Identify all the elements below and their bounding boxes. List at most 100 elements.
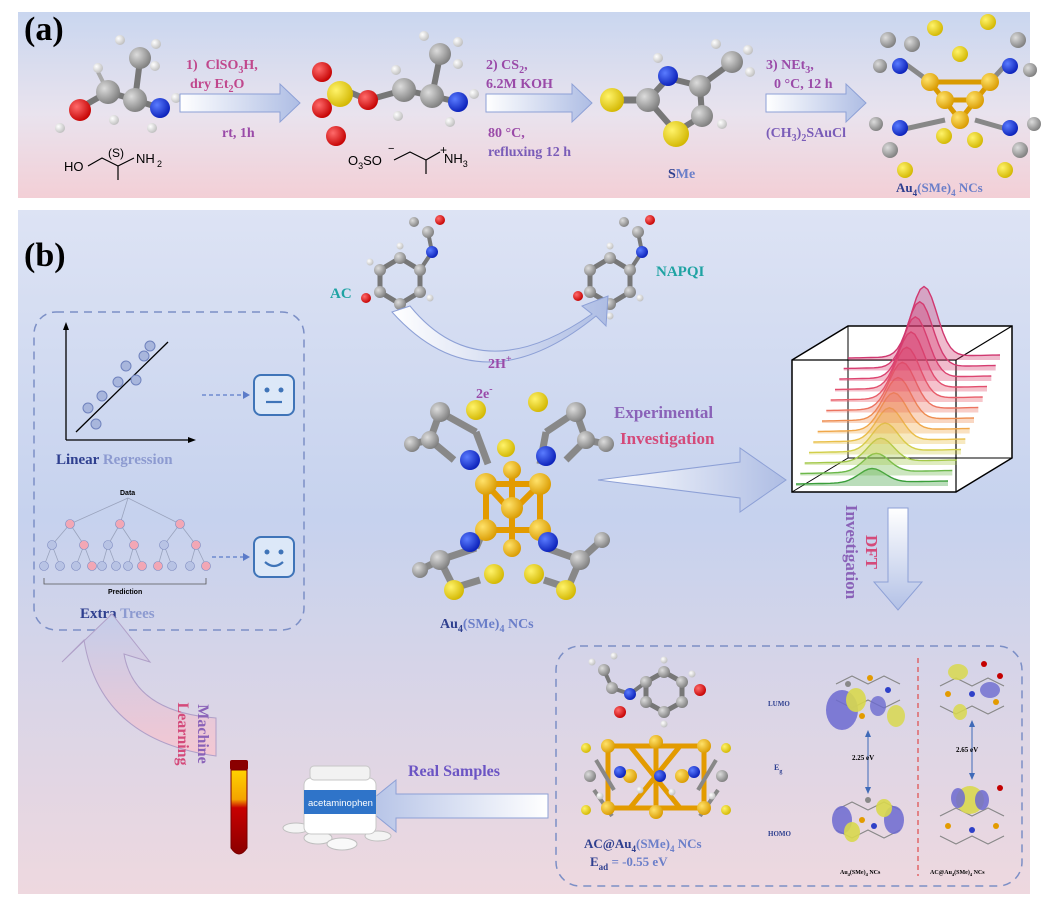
experimental-label-line1: Experimental xyxy=(614,403,713,422)
dft-arrow xyxy=(872,507,924,611)
ac-adsorbed-molecule-3d xyxy=(588,652,706,728)
svg-text:3) NEt3,: 3) NEt3, xyxy=(766,58,814,76)
ac-label: AC xyxy=(330,286,352,302)
orbital-right-homo xyxy=(939,785,1005,845)
svg-text:2) CS2,: 2) CS2, xyxy=(486,58,528,76)
svg-text:1)ClSO3H,: 1)ClSO3H, xyxy=(186,58,258,76)
spectrum-line xyxy=(834,331,988,391)
ml-label-line2: Learning xyxy=(174,702,191,765)
real-samples-label: Real Samples xyxy=(408,763,500,780)
step1-conditions: 1)ClSO3H, dry Et2O rt, 1h xyxy=(186,58,258,141)
panel-b-background xyxy=(18,210,1030,894)
lumo-label: LUMO xyxy=(768,700,790,708)
svg-text:HO: HO xyxy=(64,159,84,174)
step2-arrow xyxy=(485,82,593,124)
spectrum-line xyxy=(813,407,966,443)
machine-learning-arrow xyxy=(61,613,217,757)
eg-label: Eg xyxy=(774,763,782,775)
cluster-label: Au4(SMe)4 NCs xyxy=(440,617,534,635)
spectrum-fill xyxy=(835,332,987,392)
spectrum-line xyxy=(808,422,962,454)
spectrum-fill xyxy=(830,347,983,402)
start-molecule-3d xyxy=(55,35,181,133)
spectrum-fill xyxy=(813,407,966,444)
orbital-right-caption: AC@Au4(SMe)4 NCs xyxy=(930,869,985,877)
blood-sample-tube-icon xyxy=(230,760,248,855)
acetaminophen-bottle-icon: acetaminophen xyxy=(282,765,392,851)
spectrum-line xyxy=(804,437,957,464)
complex-label: AC@Au4(SMe)4 NCs xyxy=(584,836,702,854)
linear-regression-plot xyxy=(63,322,196,443)
spectrum-fill xyxy=(817,392,970,434)
orbital-left-caption: Au4(SMe)4 NCs xyxy=(840,869,881,877)
panel-b-label: (b) xyxy=(24,237,66,274)
extra-trees-label: Extra Trees xyxy=(80,606,155,622)
spectrum-fill xyxy=(822,377,974,423)
spectrum-fill xyxy=(826,362,979,413)
spectrum-line xyxy=(830,346,983,401)
spectrum-line xyxy=(821,376,975,422)
svg-text:NH: NH xyxy=(136,151,155,166)
intermediate-skeletal-formula: O3SO − + NH3 xyxy=(348,143,468,174)
svg-text:dry Et2O: dry Et2O xyxy=(190,77,245,95)
svg-text:0 °C, 12 h: 0 °C, 12 h xyxy=(774,77,833,92)
svg-text:80 °C,: 80 °C, xyxy=(488,126,525,141)
svg-text:(CH3)2SAuCl: (CH3)2SAuCl xyxy=(766,126,846,144)
tree-data-label: Data xyxy=(120,490,135,497)
step3-conditions: 3) NEt3, 0 °C, 12 h (CH3)2SAuCl xyxy=(766,58,846,144)
svg-text:−: − xyxy=(388,143,394,155)
spectrum-fill xyxy=(804,438,957,465)
orbital-left-lumo xyxy=(826,675,905,730)
step3-arrow xyxy=(765,82,867,124)
spectrum-line xyxy=(826,361,979,412)
experimental-arrow xyxy=(597,447,787,513)
spectrum-line xyxy=(817,391,970,433)
au4-cluster-small-3d xyxy=(869,14,1041,178)
start-skeletal-formula: HO (S) NH 2 xyxy=(64,146,162,180)
au4-cluster-large-3d xyxy=(404,392,614,600)
spectrum-line xyxy=(839,315,992,380)
step2-conditions: 2) CS2, 6.2M KOH 80 °C, refluxing 12 h xyxy=(486,58,571,160)
gap-left: 2.25 eV xyxy=(852,754,874,762)
gap-right: 2.65 eV xyxy=(956,746,978,754)
spectra-curves xyxy=(795,285,1001,486)
spectrum-line xyxy=(800,452,953,475)
electrons-label: 2e- xyxy=(476,384,493,402)
adsorption-energy: Ead = -0.55 eV xyxy=(590,854,668,872)
dft-label-line1: DFT xyxy=(862,535,881,570)
sme-label: SMe xyxy=(668,167,695,182)
product-label: Au4(SMe)4 NCs xyxy=(896,180,983,198)
redox-curved-arrow xyxy=(391,295,609,363)
spectrum-fill xyxy=(839,316,992,381)
napqi-label: NAPQI xyxy=(656,264,704,280)
orbital-diagram: LUMO HOMO Eg xyxy=(768,658,1005,877)
real-samples-arrow xyxy=(363,778,549,834)
spectrum-fill xyxy=(809,423,961,455)
sme-molecule-3d xyxy=(600,39,755,147)
napqi-molecule-3d xyxy=(573,215,655,320)
svg-text:NH3: NH3 xyxy=(444,151,468,169)
intermediate-molecule-3d xyxy=(312,31,479,146)
ml-models-box xyxy=(33,311,305,631)
spectrum-line xyxy=(795,467,949,485)
extra-trees-nodes xyxy=(39,519,211,571)
dft-results-box xyxy=(555,645,1023,887)
svg-text:O3SO: O3SO xyxy=(348,153,382,171)
complex-cluster-3d xyxy=(581,735,731,819)
happy-face-icon xyxy=(253,536,295,578)
experimental-label-line2: Investigation xyxy=(620,429,715,448)
spectrum-fill xyxy=(848,286,1000,360)
orbital-left-homo xyxy=(832,797,904,842)
spectrum-line xyxy=(843,300,996,370)
tree-prediction-label: Prediction xyxy=(108,589,142,596)
ml-label-line1: Machine xyxy=(194,704,211,764)
orbital-right-lumo xyxy=(939,661,1005,720)
spectrum-fill xyxy=(800,453,953,476)
homo-label: HOMO xyxy=(768,830,791,838)
step1-arrow xyxy=(179,82,301,124)
svg-text:refluxing 12 h: refluxing 12 h xyxy=(488,145,571,160)
protons-label: 2H+ xyxy=(488,354,512,372)
linear-regression-label: Linear Regression xyxy=(56,452,173,468)
spectrum-fill xyxy=(843,301,996,371)
